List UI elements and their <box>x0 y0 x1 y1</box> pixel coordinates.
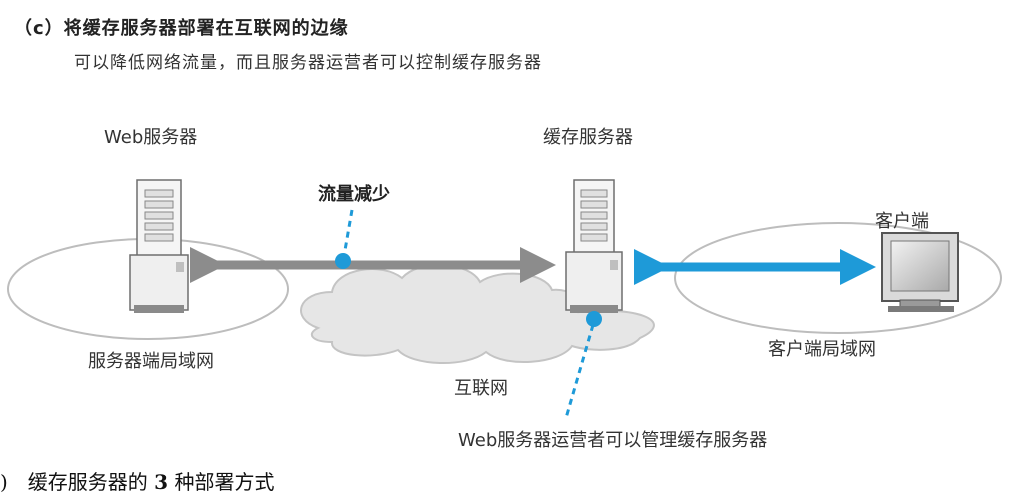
operator-callout-line <box>564 324 595 419</box>
internet-label: 互联网 <box>454 378 508 399</box>
traffic-callout-dot <box>335 253 351 269</box>
client-label: 客户端 <box>875 211 929 232</box>
diagram-title: （c）将缓存服务器部署在互联网的边缘 <box>14 18 349 39</box>
caption-number: 3 <box>154 470 169 494</box>
traffic-callout-line <box>342 209 354 257</box>
web-server-label: Web服务器 <box>104 127 198 148</box>
client-monitor-icon <box>881 232 959 312</box>
cache-server-icon <box>565 179 623 313</box>
diagram-subtitle: 可以降低网络流量，而且服务器运营者可以控制缓存服务器 <box>74 53 542 73</box>
client-lan-label: 客户端局域网 <box>768 339 876 360</box>
caption-suffix: 种部署方式 <box>168 470 275 494</box>
cache-server-label: 缓存服务器 <box>543 127 633 148</box>
web-server-icon <box>129 179 189 313</box>
operator-callout-dot <box>586 311 602 327</box>
figure-caption: ) 缓存服务器的 3 种部署方式 <box>0 466 274 495</box>
operator-note-label: Web服务器运营者可以管理缓存服务器 <box>458 430 768 451</box>
traffic-reduced-label: 流量减少 <box>318 184 390 205</box>
caption-prefix: ) 缓存服务器的 <box>0 470 155 494</box>
server-lan-label: 服务器端局域网 <box>88 351 214 372</box>
